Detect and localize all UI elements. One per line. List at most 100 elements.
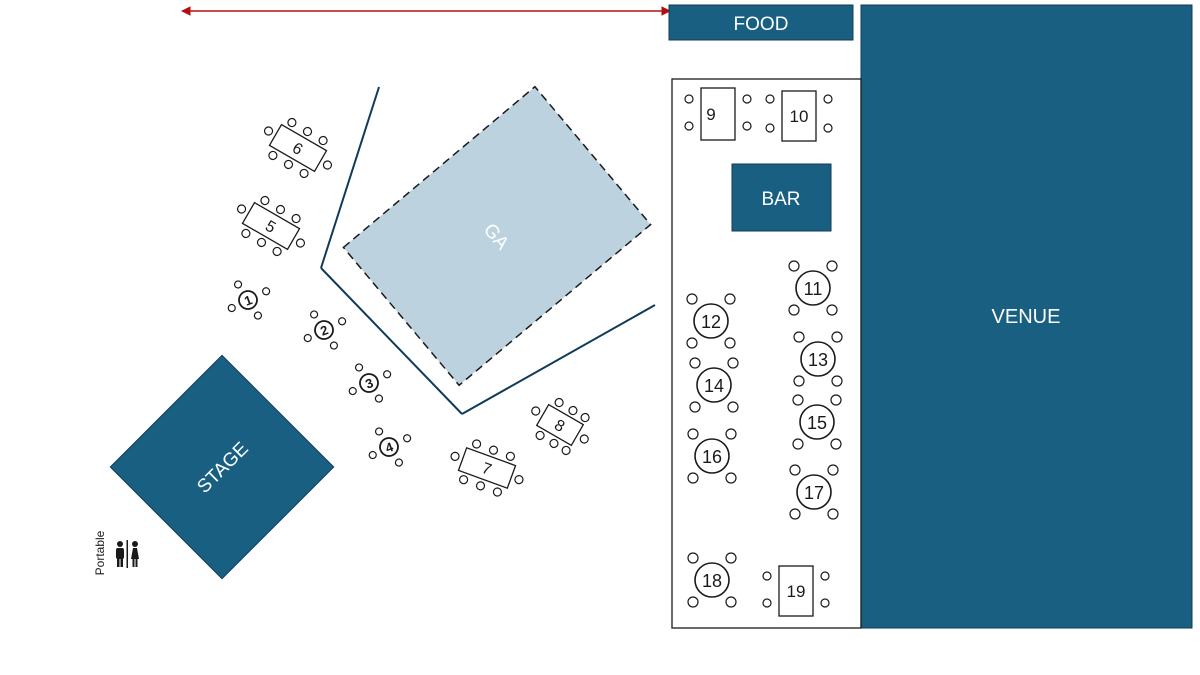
table-number: 3 [363, 375, 375, 392]
table-19[interactable]: 19 [762, 565, 830, 617]
seat [268, 150, 278, 161]
seat [475, 481, 486, 491]
seat [762, 571, 772, 581]
general-admission-area[interactable] [342, 85, 652, 387]
seat [338, 317, 347, 326]
seat [262, 287, 271, 296]
table-top [268, 123, 328, 173]
seat [394, 458, 404, 467]
seat [725, 596, 737, 608]
seat [260, 195, 270, 206]
table-number: 14 [704, 376, 724, 396]
seat [514, 475, 524, 485]
seat [568, 405, 578, 416]
seat [789, 464, 801, 476]
seat [830, 438, 842, 450]
seat [831, 331, 843, 343]
seat [549, 438, 559, 449]
table-5[interactable]: 5 [227, 187, 316, 265]
seat [686, 293, 698, 305]
table-number: 10 [790, 107, 809, 126]
seat [329, 341, 339, 350]
cocktail-4[interactable]: 4 [361, 419, 418, 475]
seat [236, 204, 247, 214]
seat [765, 94, 775, 104]
seat [263, 126, 274, 136]
seat [318, 135, 328, 146]
seat [725, 472, 737, 484]
table-top [238, 290, 258, 310]
table-7[interactable]: 7 [443, 433, 530, 502]
seat [792, 394, 804, 406]
table-10[interactable]: 10 [765, 90, 833, 142]
table-18[interactable]: 18 [687, 552, 737, 608]
table-11[interactable]: 11 [788, 260, 838, 316]
table-top [694, 438, 730, 474]
portable-label: Portable [93, 530, 107, 575]
seat [742, 121, 752, 131]
seat [762, 598, 772, 608]
table-top [799, 404, 835, 440]
seat [826, 304, 838, 316]
stage[interactable]: STAGE [109, 354, 335, 580]
seat [354, 363, 364, 372]
seat [687, 428, 699, 440]
seat [233, 280, 243, 289]
table-15[interactable]: 15 [792, 394, 842, 450]
seat [579, 434, 589, 444]
seat [383, 370, 392, 379]
table-number: 16 [702, 447, 722, 467]
table-6[interactable]: 6 [254, 109, 343, 187]
seat [253, 311, 263, 320]
table-top [457, 446, 517, 490]
seat [531, 406, 541, 416]
venue-building[interactable]: VENUE [860, 4, 1193, 629]
seat [287, 117, 297, 128]
table-9[interactable]: 9 [684, 87, 752, 141]
seat [275, 204, 286, 215]
seat [724, 337, 736, 349]
cocktail-3[interactable]: 3 [341, 355, 398, 411]
seat [689, 357, 701, 369]
table-16[interactable]: 16 [687, 428, 737, 484]
cocktail-2[interactable]: 2 [296, 302, 353, 358]
patio-area [671, 78, 862, 629]
seat [403, 434, 412, 443]
table-17[interactable]: 17 [789, 464, 839, 520]
seat [727, 401, 739, 413]
seat [684, 94, 694, 104]
table-number: 19 [787, 582, 806, 601]
seat [256, 237, 267, 248]
seat [827, 508, 839, 520]
table-top [359, 373, 379, 393]
table-14[interactable]: 14 [689, 357, 739, 413]
seat [820, 571, 830, 581]
seat [823, 94, 833, 104]
seat [765, 123, 775, 133]
food-label: FOOD [734, 14, 789, 35]
seat [561, 445, 571, 456]
seat [831, 375, 843, 387]
seat [283, 159, 294, 170]
seat [241, 228, 251, 239]
seat [309, 310, 319, 319]
bar-area[interactable]: BAR [731, 163, 832, 232]
seat [823, 123, 833, 133]
venue-label: VENUE [992, 306, 1061, 328]
seat [689, 401, 701, 413]
table-8[interactable]: 8 [521, 389, 599, 461]
table-number: 12 [701, 312, 721, 332]
seat [488, 445, 499, 455]
seat [789, 508, 801, 520]
food-area[interactable]: FOOD [668, 4, 854, 41]
seat [725, 552, 737, 564]
table-13[interactable]: 13 [793, 331, 843, 387]
cocktail-1[interactable]: 1 [220, 272, 277, 328]
bar-label: BAR [761, 189, 800, 210]
seat [793, 331, 805, 343]
table-number: 18 [702, 571, 722, 591]
crowd-barriers [320, 86, 656, 415]
seat [792, 438, 804, 450]
table-12[interactable]: 12 [686, 293, 736, 349]
seat [725, 428, 737, 440]
